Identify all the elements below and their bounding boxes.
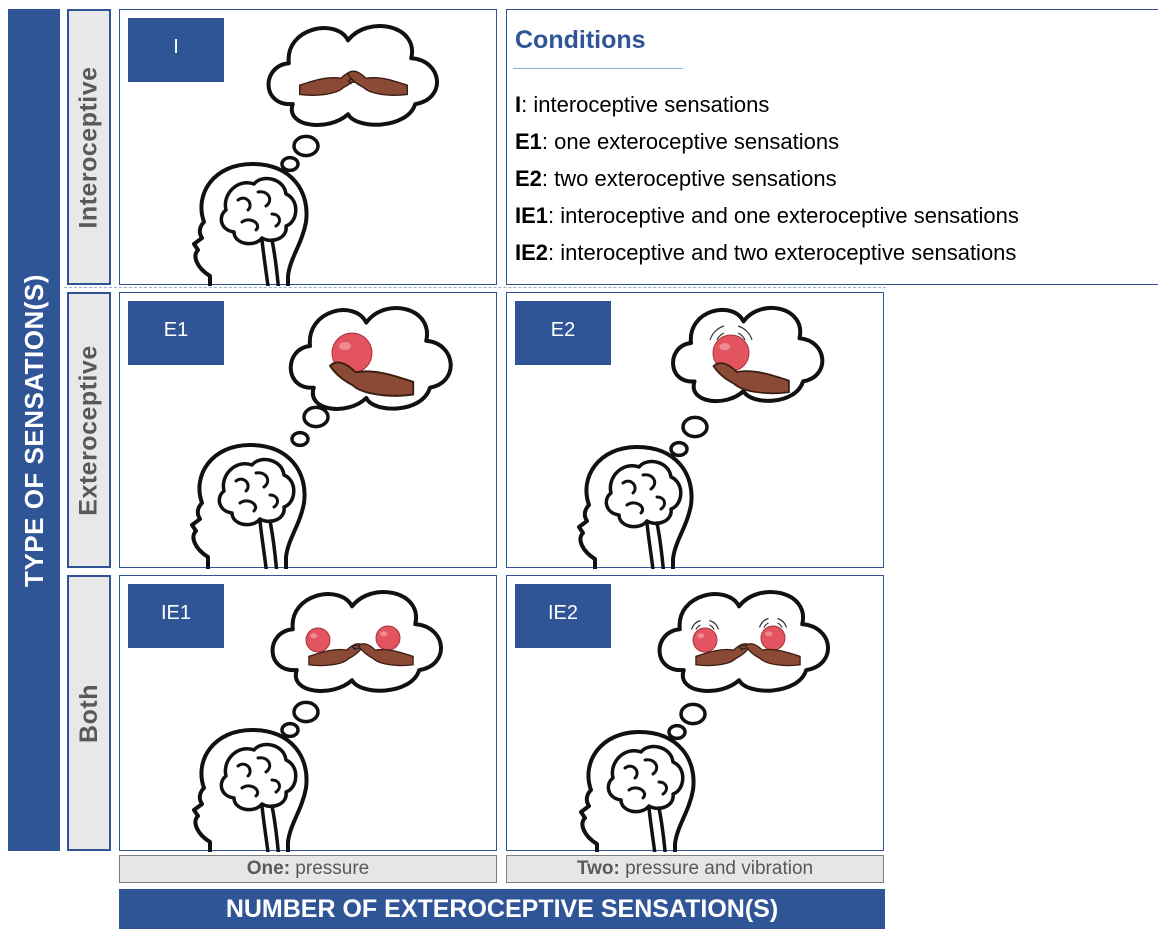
panel-E1-illustration (190, 306, 453, 569)
legend-title: Conditions (515, 26, 646, 54)
head-brain-icon (577, 445, 694, 569)
panel-IE2-illustration: ⇔ (579, 590, 830, 852)
hand-icon (328, 361, 415, 397)
thought-bubble-dot (667, 723, 687, 741)
panel-E1-tag: E1 (128, 301, 224, 365)
panel-IE2: IE2 ⇔ (506, 575, 884, 852)
y-axis-label-bar: TYPE OF SENSATION(S) (8, 9, 60, 851)
row-label-exteroceptive-text: Exteroceptive (74, 344, 103, 516)
x-axis-label-bar: NUMBER OF EXTEROCEPTIVE SENSATION(S) (119, 889, 885, 929)
head-brain-icon (579, 730, 696, 852)
panel-IE1: IE1 ⇔ (119, 575, 497, 852)
thought-cloud-icon (657, 590, 830, 693)
hand-icon (346, 70, 408, 96)
ball-icon (305, 627, 331, 653)
legend-item-IE1: IE1: interoceptive and one exteroceptive… (515, 203, 1019, 228)
panel-I: I ⇔ (119, 9, 497, 286)
panel-IE2-tag: IE2 (515, 584, 611, 648)
row-label-both: Both (67, 575, 111, 851)
conditions-legend: Conditions I: interoceptive sensations E… (506, 9, 1158, 285)
x-axis-label: NUMBER OF EXTEROCEPTIVE SENSATION(S) (225, 894, 779, 923)
hand-icon (357, 643, 414, 667)
ball-icon (712, 334, 750, 372)
panel-I-tag: I (128, 18, 224, 82)
bidirectional-arrow-icon: ⇔ (738, 637, 751, 656)
vibration-icon (690, 619, 720, 630)
ball-icon (760, 625, 786, 651)
thought-bubble-dot (292, 134, 320, 158)
thought-bubble-dot (280, 721, 300, 739)
hand-icon (712, 362, 790, 395)
row-label-both-text: Both (74, 683, 103, 743)
thought-bubble-dot (669, 440, 689, 458)
panel-E2-tag: E2 (515, 301, 611, 365)
column-label-two: Two: pressure and vibration (506, 855, 884, 883)
head-brain-icon (192, 728, 309, 852)
thought-bubble-dot (292, 700, 320, 724)
panel-I-illustration: ⇔ (192, 24, 439, 286)
thought-bubble-dot (681, 415, 709, 439)
row-label-interoceptive: Interoceptive (67, 9, 111, 285)
row-label-interoceptive-text: Interoceptive (74, 65, 103, 229)
panel-E1: E1 (119, 292, 497, 569)
ball-icon (375, 625, 401, 651)
row-label-exteroceptive: Exteroceptive (67, 292, 111, 568)
vibration-icon (709, 325, 753, 341)
legend-title-underline (513, 68, 683, 69)
panel-E2-illustration (577, 305, 825, 569)
head-brain-icon (190, 443, 307, 569)
legend-item-E1: E1: one exteroceptive sensations (515, 129, 840, 154)
ball-icon (692, 627, 718, 653)
column-label-one: One: pressure (119, 855, 497, 883)
panel-E2: E2 (506, 292, 884, 569)
panel-IE1-tag: IE1 (128, 584, 224, 648)
head-brain-icon (192, 162, 309, 286)
y-axis-label: TYPE OF SENSATION(S) (18, 273, 49, 587)
vibration-icon (758, 617, 788, 628)
thought-bubble-dot (302, 405, 330, 429)
legend-item-I: I: interoceptive sensations (515, 92, 770, 117)
hand-icon (744, 643, 801, 667)
bidirectional-arrow-icon: ⇔ (351, 637, 364, 656)
thought-bubble-dot (679, 702, 707, 726)
legend-item-IE2: IE2: interoceptive and two exteroceptive… (515, 240, 1017, 265)
thought-bubble-dot (290, 430, 310, 448)
legend-item-E2: E2: two exteroceptive sensations (515, 166, 837, 191)
panel-IE1-illustration: ⇔ (192, 590, 443, 852)
row-separator (64, 287, 886, 288)
thought-bubble-dot (280, 155, 300, 173)
thought-cloud-icon (270, 590, 443, 693)
